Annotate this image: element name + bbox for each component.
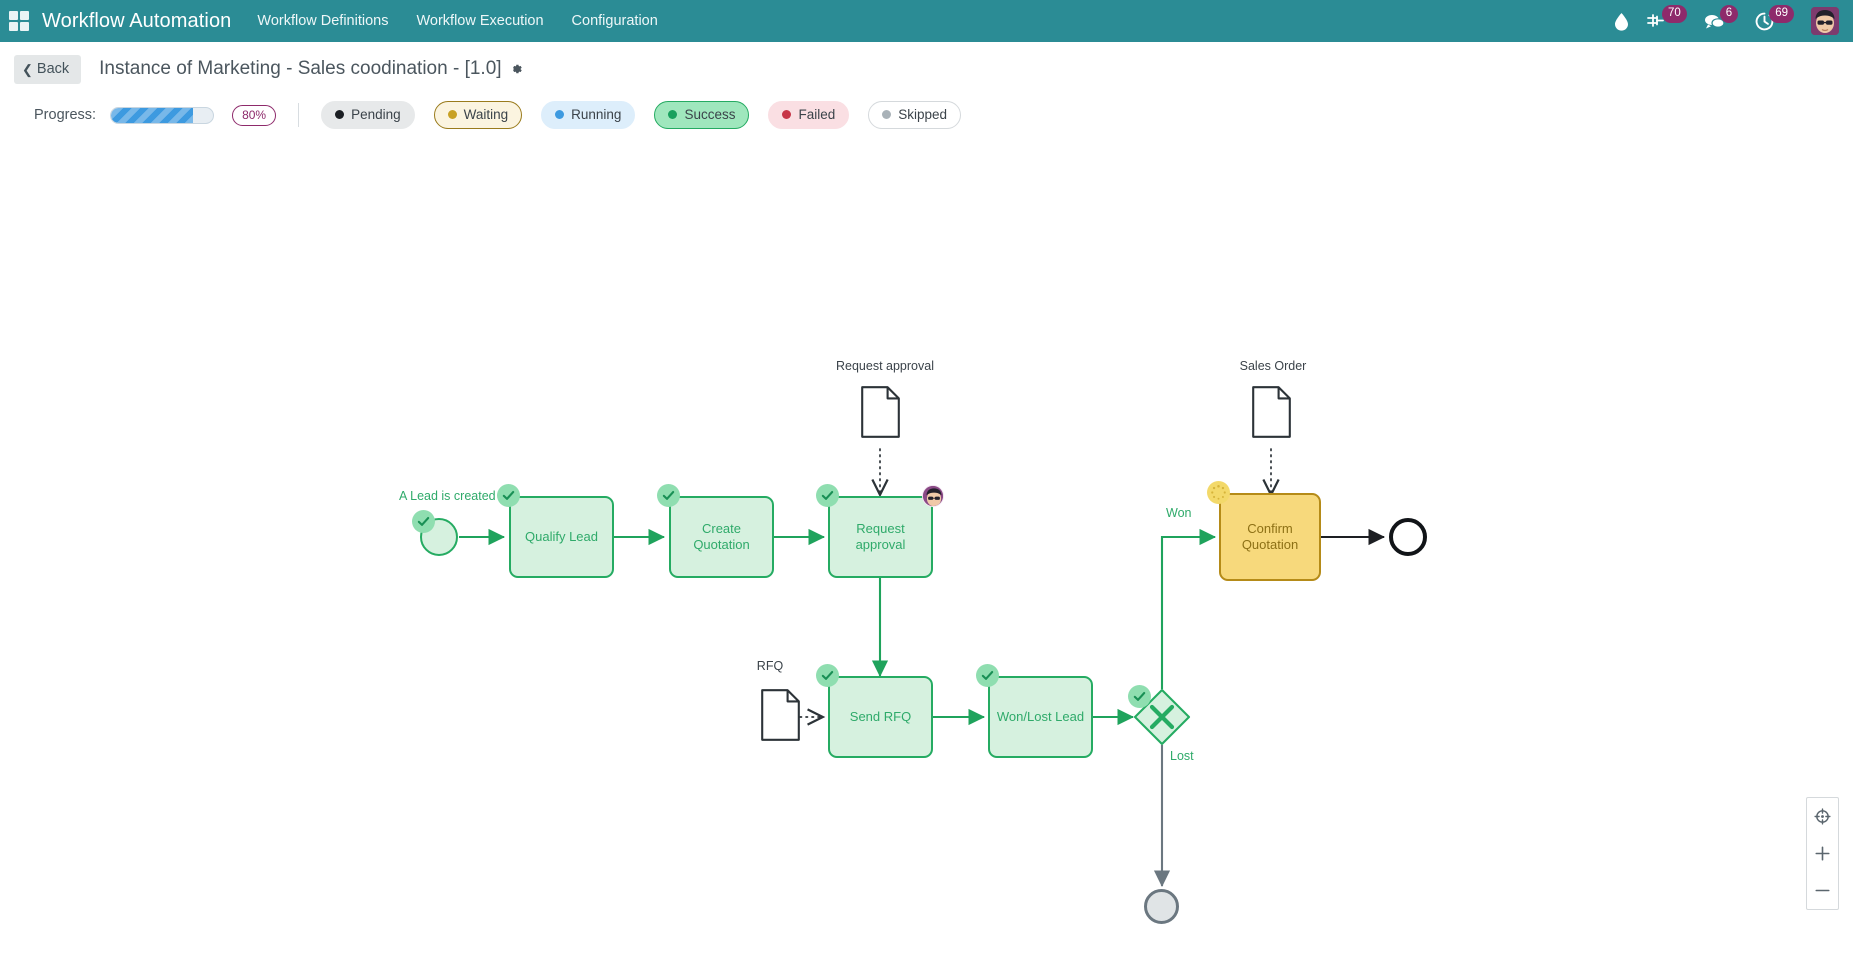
toolbar-divider	[298, 103, 300, 127]
activity-badge-count: 70	[1662, 4, 1687, 24]
status-dot-success	[668, 110, 678, 119]
page-title: Instance of Marketing - Sales coodinatio…	[99, 58, 522, 80]
navbar-right-tools: 70 6 69	[1614, 4, 1839, 35]
legend-pill-pending[interactable]: Pending	[321, 101, 415, 129]
gear-icon[interactable]	[509, 62, 523, 76]
status-badge-success-create-quotation	[657, 484, 680, 507]
status-badge-success-qualify-lead	[497, 484, 520, 507]
clock-badge-count: 69	[1769, 4, 1794, 24]
status-dot-failed	[782, 110, 792, 119]
start-event-label: A Lead is created	[399, 489, 496, 503]
legend-pill-waiting[interactable]: Waiting	[433, 101, 523, 129]
task-label-won-lost-lead: Won/Lost Lead	[988, 676, 1093, 758]
task-label-request-approval: Request approval	[828, 496, 933, 578]
data-object-rfq-icon[interactable]	[761, 689, 800, 746]
flow-label-won: Won	[1166, 506, 1192, 520]
task-label-confirm-quotation: Confirm Quotation	[1219, 493, 1321, 581]
legend-pill-running[interactable]: Running	[541, 101, 636, 129]
zoom-controls	[1806, 797, 1839, 910]
start-event[interactable]	[412, 510, 458, 556]
messages-icon[interactable]: 6	[1704, 4, 1739, 31]
data-object-label-sales-order: Sales Order	[1239, 359, 1307, 373]
back-button[interactable]: ❮ Back	[14, 54, 82, 84]
status-badge-success-gateway	[1128, 685, 1151, 708]
task-qualify-lead[interactable]: Qualify Lead	[497, 484, 614, 578]
task-label-create-quotation: Create Quotation	[669, 496, 774, 578]
progress-percent-badge: 80%	[232, 104, 277, 126]
data-object-label-rfq: RFQ	[756, 659, 784, 673]
diagram-connectors	[459, 448, 1386, 888]
flow-label-lost: Lost	[1170, 749, 1194, 763]
status-dot-waiting	[447, 110, 457, 119]
task-label-qualify-lead: Qualify Lead	[509, 496, 614, 578]
progress-bar-fill	[111, 107, 193, 123]
legend-label-skipped: Skipped	[898, 107, 948, 122]
workflow-diagram-canvas[interactable]: A Lead is created Qualify Lead Create Qu…	[0, 131, 1853, 931]
legend-label-pending: Pending	[351, 107, 401, 122]
app-brand-title: Workflow Automation	[42, 9, 232, 32]
progress-legend-bar: Progress: 80% Pending Waiting Running Su…	[0, 87, 1853, 131]
clock-icon[interactable]: 69	[1755, 4, 1794, 31]
exclusive-gateway[interactable]	[1128, 685, 1191, 751]
status-dot-pending	[335, 110, 345, 119]
status-badge-success-request-approval	[816, 484, 839, 507]
data-object-request-approval-icon[interactable]	[861, 386, 900, 443]
chevron-left-icon: ❮	[22, 61, 33, 77]
nav-configuration[interactable]: Configuration	[571, 13, 658, 29]
task-send-rfq[interactable]: Send RFQ	[816, 664, 933, 758]
zoom-in-icon[interactable]	[1807, 835, 1838, 872]
end-event-won[interactable]	[1389, 518, 1427, 556]
water-drop-icon[interactable]	[1614, 12, 1629, 31]
task-label-send-rfq: Send RFQ	[828, 676, 933, 758]
status-dot-running	[555, 110, 565, 119]
status-badge-success-start	[412, 510, 435, 533]
legend-label-success: Success	[684, 107, 736, 122]
status-badge-success-won-lost-lead	[976, 664, 999, 687]
data-object-label-request-approval: Request approval	[836, 359, 934, 373]
apps-grid-icon[interactable]	[6, 8, 32, 34]
status-badge-success-send-rfq	[816, 664, 839, 687]
task-assignee-avatar[interactable]	[922, 485, 944, 507]
top-navbar: Workflow Automation Workflow Definitions…	[0, 0, 1853, 42]
task-won-lost-lead[interactable]: Won/Lost Lead	[976, 664, 1093, 758]
legend-pill-success[interactable]: Success	[654, 101, 750, 129]
progress-bar	[110, 106, 215, 124]
page-title-text: Instance of Marketing - Sales coodinatio…	[99, 58, 502, 79]
nav-workflow-definitions[interactable]: Workflow Definitions	[257, 13, 389, 29]
legend-label-failed: Failed	[798, 107, 836, 122]
page-subheader: ❮ Back Instance of Marketing - Sales coo…	[0, 51, 1853, 87]
task-request-approval[interactable]: Request approval	[816, 484, 944, 578]
nav-workflow-execution[interactable]: Workflow Execution	[416, 13, 544, 29]
status-dot-skipped	[882, 110, 892, 119]
activity-plug-icon[interactable]: 70	[1646, 4, 1687, 31]
messages-badge-count: 6	[1719, 4, 1739, 24]
legend-pill-skipped[interactable]: Skipped	[868, 101, 962, 129]
status-badge-waiting-confirm-quotation	[1207, 481, 1230, 504]
progress-label: Progress:	[34, 107, 97, 123]
end-event-lost[interactable]	[1144, 889, 1179, 924]
legend-pill-failed[interactable]: Failed	[768, 101, 850, 129]
legend-label-waiting: Waiting	[463, 107, 509, 122]
task-create-quotation[interactable]: Create Quotation	[657, 484, 774, 578]
back-button-label: Back	[36, 61, 70, 77]
zoom-out-icon[interactable]	[1807, 872, 1838, 909]
user-avatar[interactable]	[1811, 7, 1839, 35]
fit-viewport-icon[interactable]	[1807, 798, 1838, 835]
task-confirm-quotation[interactable]: Confirm Quotation	[1207, 481, 1321, 581]
legend-label-running: Running	[571, 107, 622, 122]
data-object-sales-order-icon[interactable]	[1252, 386, 1291, 443]
